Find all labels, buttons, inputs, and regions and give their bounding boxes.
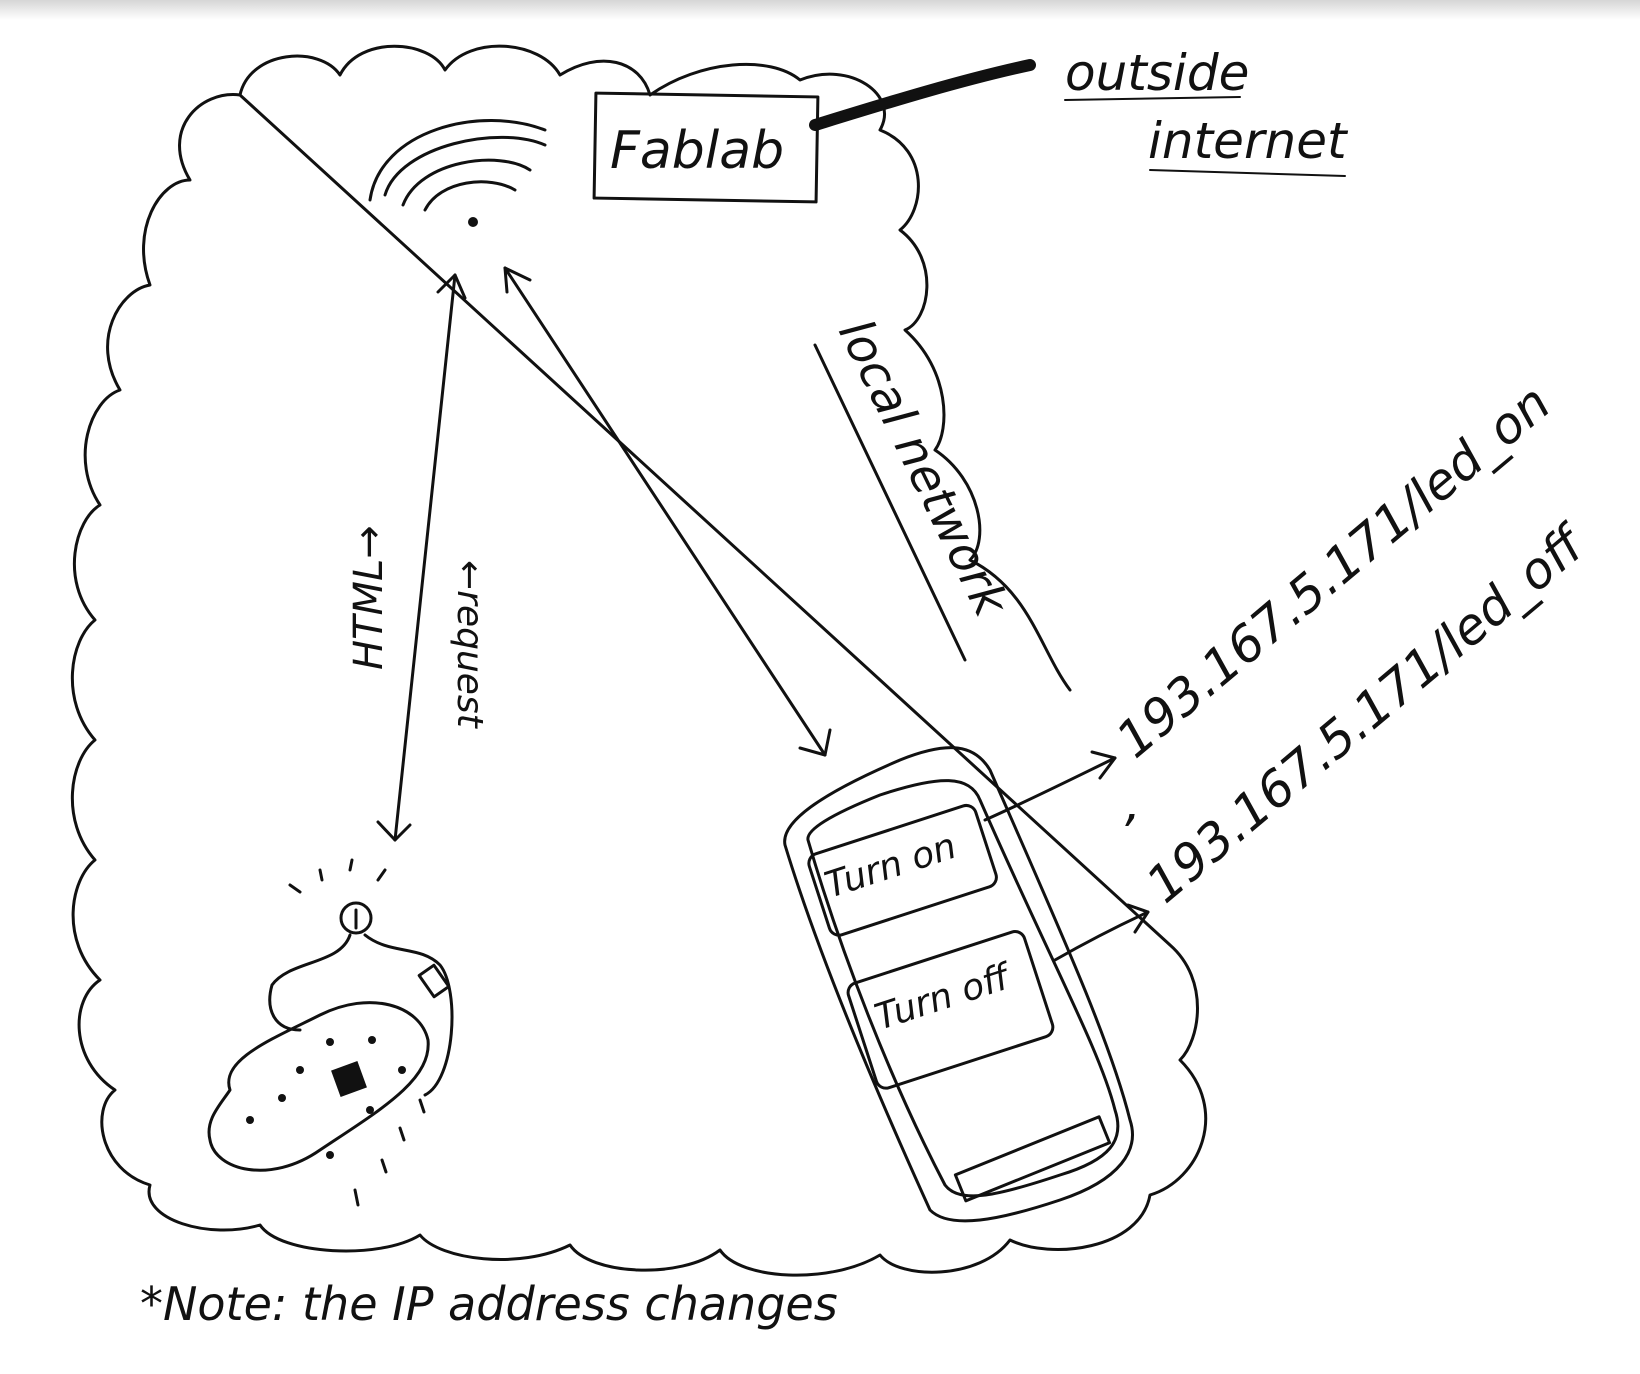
internet-label: internet bbox=[1148, 112, 1349, 170]
router-board-arrow bbox=[376, 273, 467, 842]
turn-off-url-arrow bbox=[1053, 903, 1150, 962]
top-edge-shadow bbox=[0, 0, 1640, 20]
internet-underline bbox=[1149, 169, 1346, 177]
local-network-cloud bbox=[70, 44, 1208, 1277]
note-text: *Note: the IP address changes bbox=[140, 1277, 838, 1331]
lightbulb-board-icon bbox=[207, 858, 454, 1207]
turn-on-url-arrow bbox=[983, 750, 1117, 822]
fablab-label: Fablab bbox=[610, 121, 784, 181]
request-label: ←request bbox=[449, 560, 490, 730]
phone-icon bbox=[783, 746, 1134, 1223]
html-label: HTML→ bbox=[346, 525, 392, 670]
turn-on-button[interactable]: Turn on bbox=[806, 803, 999, 938]
local-network-label: local network bbox=[827, 311, 1019, 627]
turn-off-button[interactable]: Turn off bbox=[846, 929, 1056, 1091]
turn-on-label: Turn on bbox=[820, 826, 961, 907]
outside-internet-link bbox=[809, 59, 1036, 131]
url-comma: , bbox=[1125, 774, 1141, 832]
wifi-router-icon bbox=[368, 119, 547, 227]
router-phone-arrow bbox=[503, 266, 832, 757]
fablab-box bbox=[592, 91, 820, 204]
outside-underline bbox=[1064, 96, 1241, 101]
outside-label: outside bbox=[1065, 44, 1249, 102]
local-network-divider bbox=[813, 343, 967, 662]
turn-off-label: Turn off bbox=[870, 956, 1018, 1039]
